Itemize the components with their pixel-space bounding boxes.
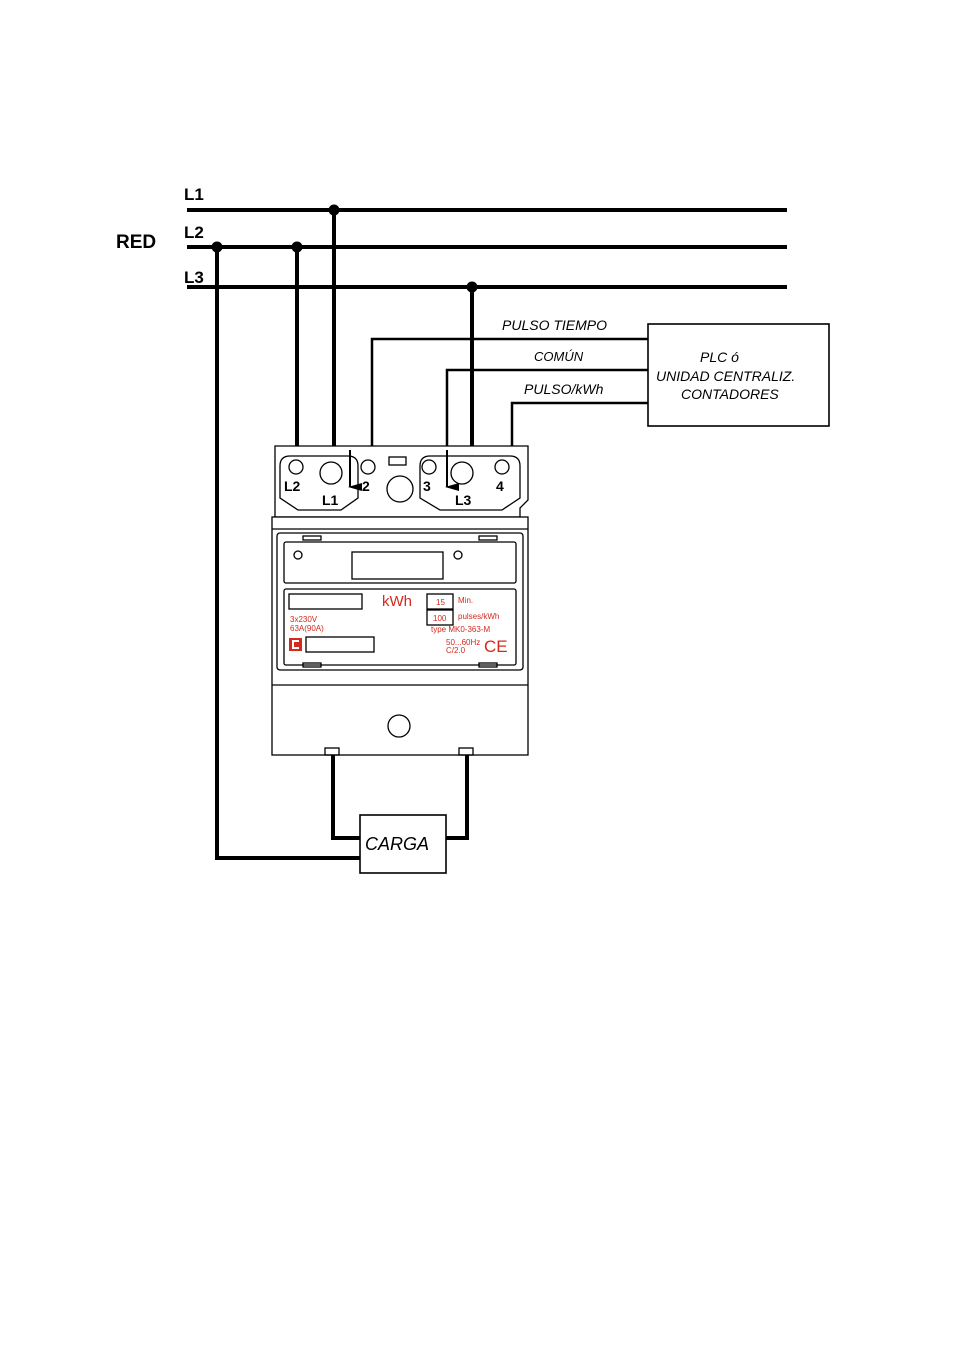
meter-front-panel	[272, 528, 528, 756]
terminal-4: 4	[496, 478, 504, 494]
wire-meter-load-1	[331, 755, 360, 840]
signal-pulso-tiempo: PULSO TIEMPO	[502, 317, 607, 333]
plc-line-3: CONTADORES	[681, 386, 779, 402]
meter-unit-kwh: kWh	[382, 593, 412, 610]
terminal-l1: L1	[322, 492, 339, 508]
ce-mark: CE	[484, 637, 508, 656]
meter-current: 63A(90A)	[290, 624, 324, 633]
terminal-2: 2	[362, 478, 370, 494]
plc-line-2: UNIDAD CENTRALIZ.	[656, 368, 795, 384]
brand-logo-icon	[289, 638, 302, 651]
meter-pulses-label: pulses/kWh	[458, 612, 499, 621]
terminal-l3: L3	[455, 492, 472, 508]
line-label-l1: L1	[184, 185, 204, 204]
terminal-3: 3	[423, 478, 431, 494]
meter-minutes-value: 15	[436, 598, 445, 607]
meter-class: C/2.0	[446, 646, 466, 655]
meter-pulses-value: 100	[433, 614, 447, 623]
wire-pulso-tiempo	[370, 337, 649, 446]
line-label-l2: L2	[184, 223, 204, 242]
meter-voltage: 3x230V	[290, 615, 318, 624]
red-label: RED	[116, 232, 156, 253]
meter-type: type MK0-363-M	[431, 625, 490, 634]
wire-meter-load-2	[446, 755, 469, 840]
signal-pulso-kwh: PULSO/kWh	[524, 381, 604, 397]
wire-l2-load	[215, 247, 360, 860]
meter-minutes-label: Min.	[458, 596, 473, 605]
line-label-l3: L3	[184, 268, 204, 287]
wire-pulso-kwh	[510, 401, 649, 446]
plc-box	[647, 323, 830, 427]
terminal-l2: L2	[284, 478, 301, 494]
plc-line-1: PLC ó	[700, 349, 739, 365]
signal-comun: COMÚN	[534, 349, 584, 364]
load-box	[359, 814, 447, 874]
wire-comun	[445, 368, 649, 446]
load-label: CARGA	[365, 834, 429, 854]
meter-frequency: 50...60Hz	[446, 638, 480, 647]
